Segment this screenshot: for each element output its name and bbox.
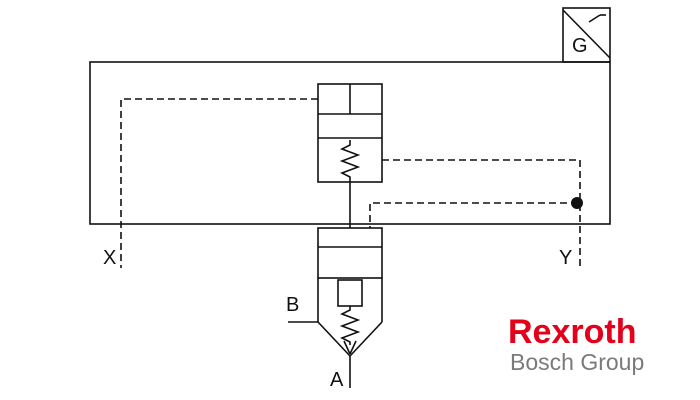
switch-diagonal (562, 9, 611, 59)
lower-valve-block (317, 227, 383, 357)
logo-brand-text: Rexroth (508, 313, 636, 351)
poppet-rectangle (337, 279, 363, 307)
port-x-label: X (103, 247, 116, 269)
upper-spring (339, 140, 361, 182)
logo-group-text: Bosch Group (510, 349, 644, 375)
junction-dot (571, 197, 583, 209)
poppet-tip-left (343, 340, 351, 355)
cone-right-side (349, 321, 383, 357)
lower-spring (339, 306, 361, 345)
lower-valve-body (317, 227, 383, 279)
port-y-label: Y (559, 247, 572, 269)
pilot-lines (120, 98, 581, 268)
poppet-tip-right (349, 340, 357, 355)
switch-symbol-label: G (572, 35, 588, 57)
cone-left-side (317, 321, 351, 357)
switch-contact (588, 14, 601, 23)
port-b-label: B (286, 294, 299, 316)
upper-valve-block (317, 83, 383, 183)
pilot-line-x (120, 98, 318, 268)
electrical-switch-symbol (562, 7, 611, 63)
rexroth-logo: Rexroth Bosch Group (508, 313, 644, 375)
switch-symbol-box (562, 7, 611, 63)
pilot-line-y (382, 159, 581, 268)
pilot-line-drain (369, 202, 578, 228)
port-a-label: A (330, 369, 344, 391)
